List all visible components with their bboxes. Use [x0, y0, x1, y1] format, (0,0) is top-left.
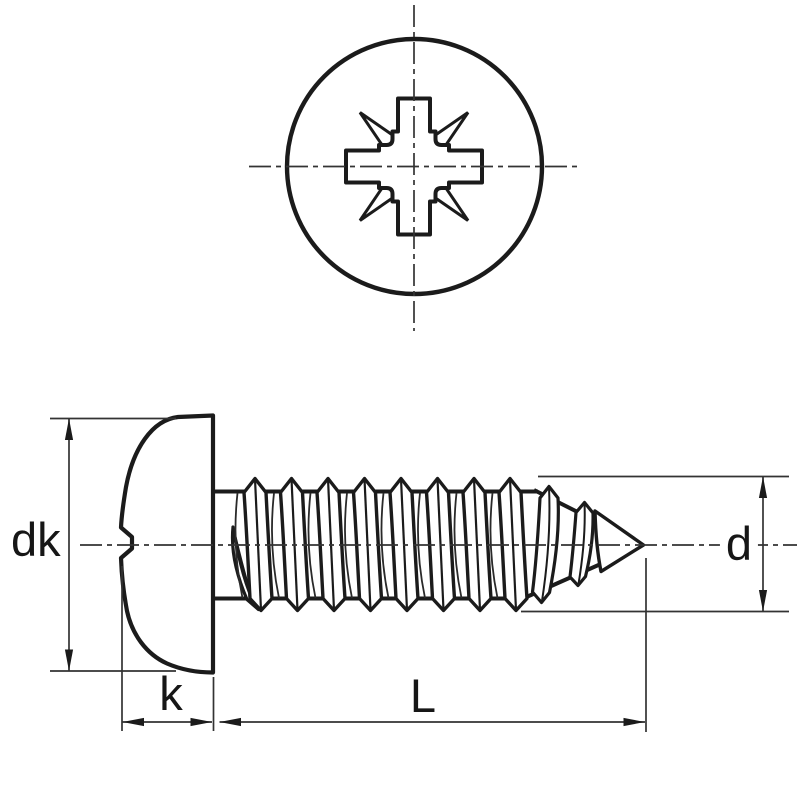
arrowhead-down [64, 649, 74, 671]
screw-head-profile [118, 413, 216, 675]
label-total-length: L [409, 669, 437, 722]
label-head-diameter: dk [11, 513, 61, 566]
dimension-L [219, 558, 647, 732]
cone-thread-blade [568, 500, 595, 588]
label-head-height: k [159, 667, 183, 720]
dimension-d [521, 475, 789, 613]
arrowhead-right [623, 717, 645, 727]
arrowhead-up [758, 476, 768, 498]
arrowhead-down [758, 590, 768, 612]
dimension-dk [50, 417, 176, 672]
arrowhead-left [219, 717, 241, 727]
arrowhead-left [122, 717, 144, 727]
arrowhead-right [190, 717, 212, 727]
side-view [50, 413, 797, 732]
label-thread-diameter: d [719, 520, 759, 567]
arrowhead-up [64, 418, 74, 440]
top-view [249, 5, 581, 331]
screw-tip [593, 509, 646, 574]
